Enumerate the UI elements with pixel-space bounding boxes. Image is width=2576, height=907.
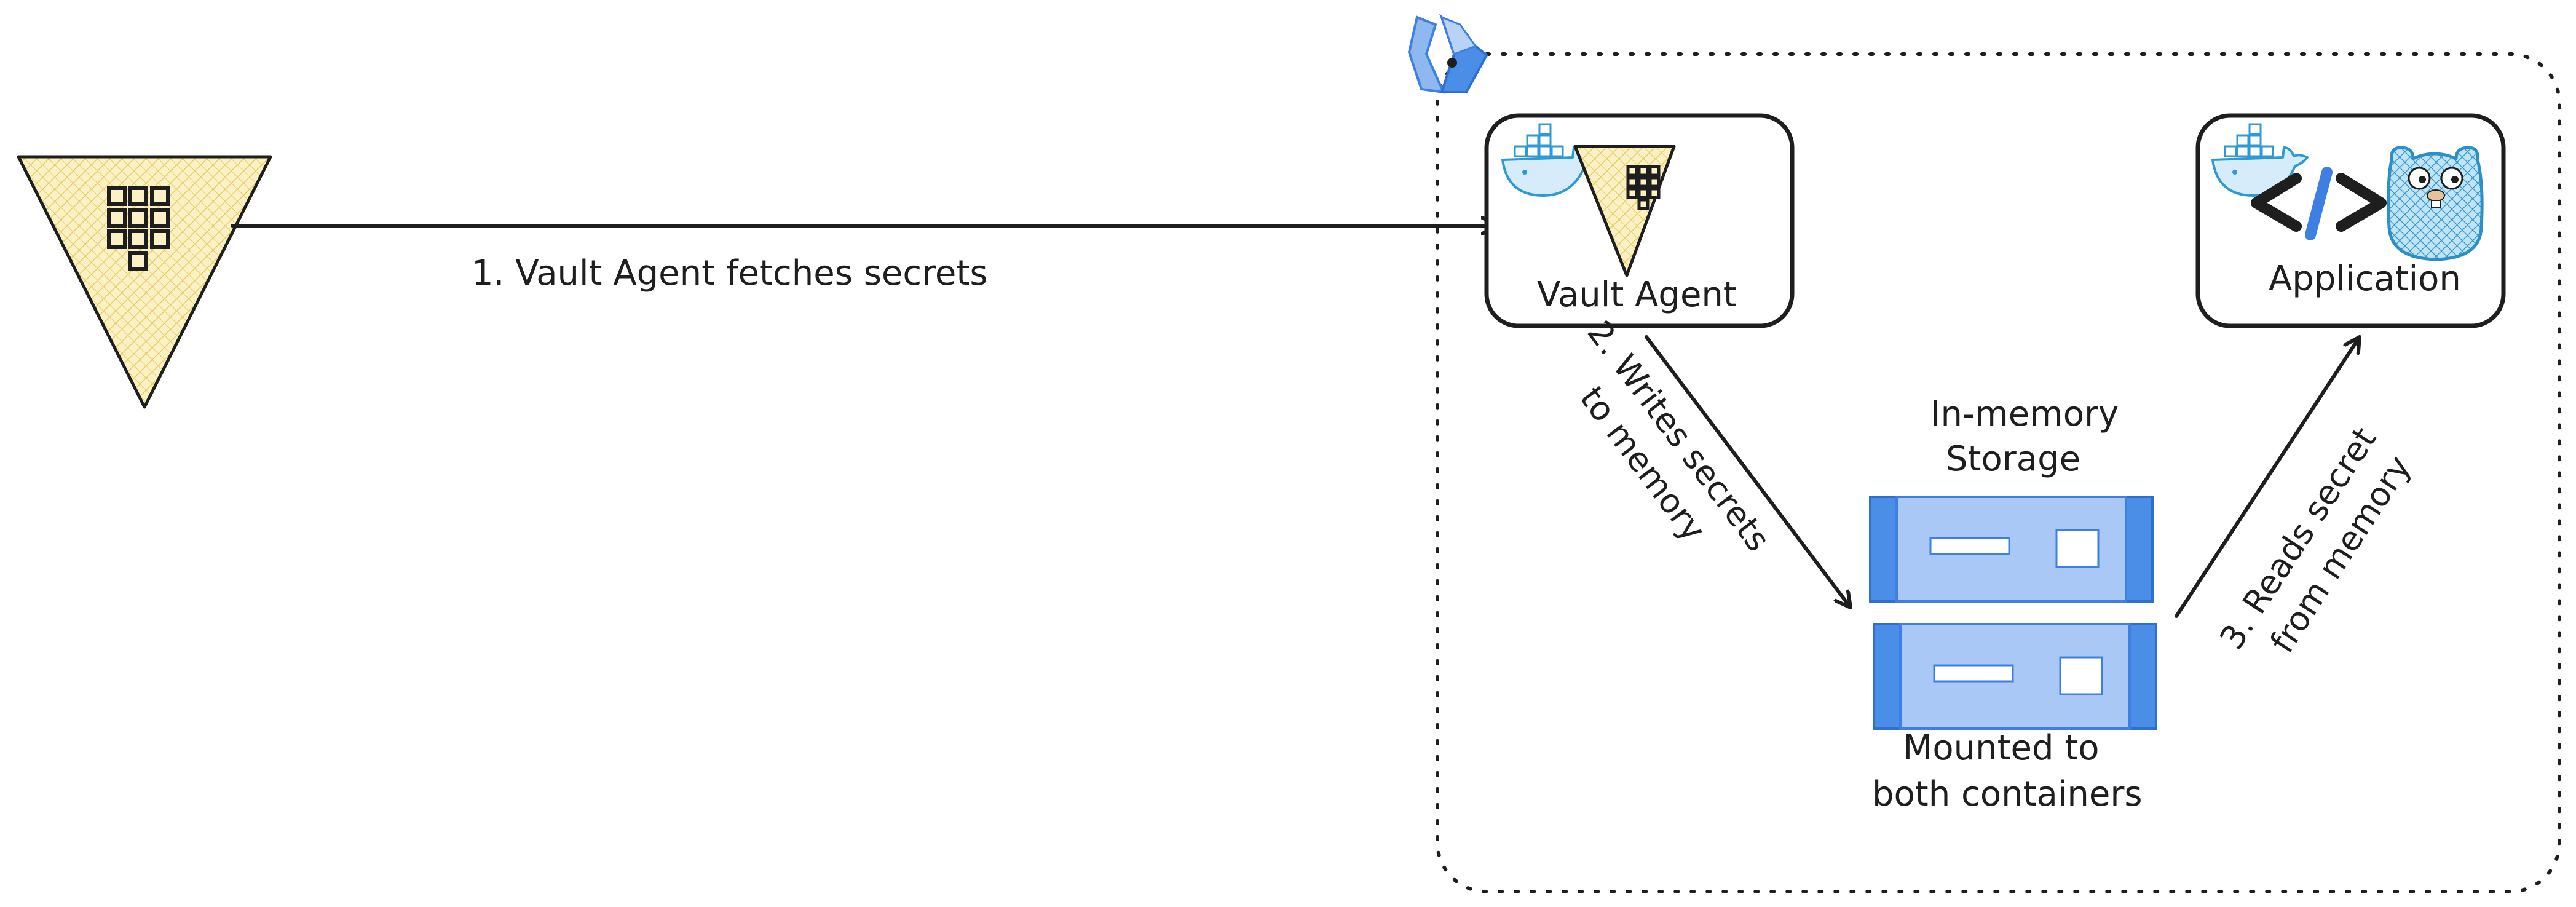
mounted-label-line1: Mounted to (1903, 728, 2100, 768)
gke-pod-icon (1407, 13, 1488, 94)
mounted-label-line2: both containers (1872, 774, 2143, 814)
code-icon (2251, 167, 2387, 240)
pod-boundary (1436, 52, 2561, 893)
vault-server[interactable] (17, 155, 272, 409)
step1-label: 1. Vault Agent fetches secrets (472, 253, 988, 293)
application-container[interactable]: Application (2195, 113, 2506, 328)
vault-agent-label: Vault Agent (1537, 275, 1737, 315)
read-arrow (2175, 335, 2361, 618)
vault-grid-icon (1626, 165, 1661, 210)
server-storage-icon (1869, 496, 2157, 730)
write-arrow (1645, 335, 1852, 609)
vault-grid-icon (107, 186, 170, 271)
application-label: Application (2269, 259, 2461, 299)
vault-agent-container[interactable]: Vault Agent (1484, 113, 1795, 328)
go-gopher-icon (2387, 146, 2484, 261)
storage-label-line2: Storage (1946, 439, 2080, 479)
storage-label-line1: In-memory (1930, 394, 2119, 434)
vault-triangle-icon (17, 155, 272, 409)
